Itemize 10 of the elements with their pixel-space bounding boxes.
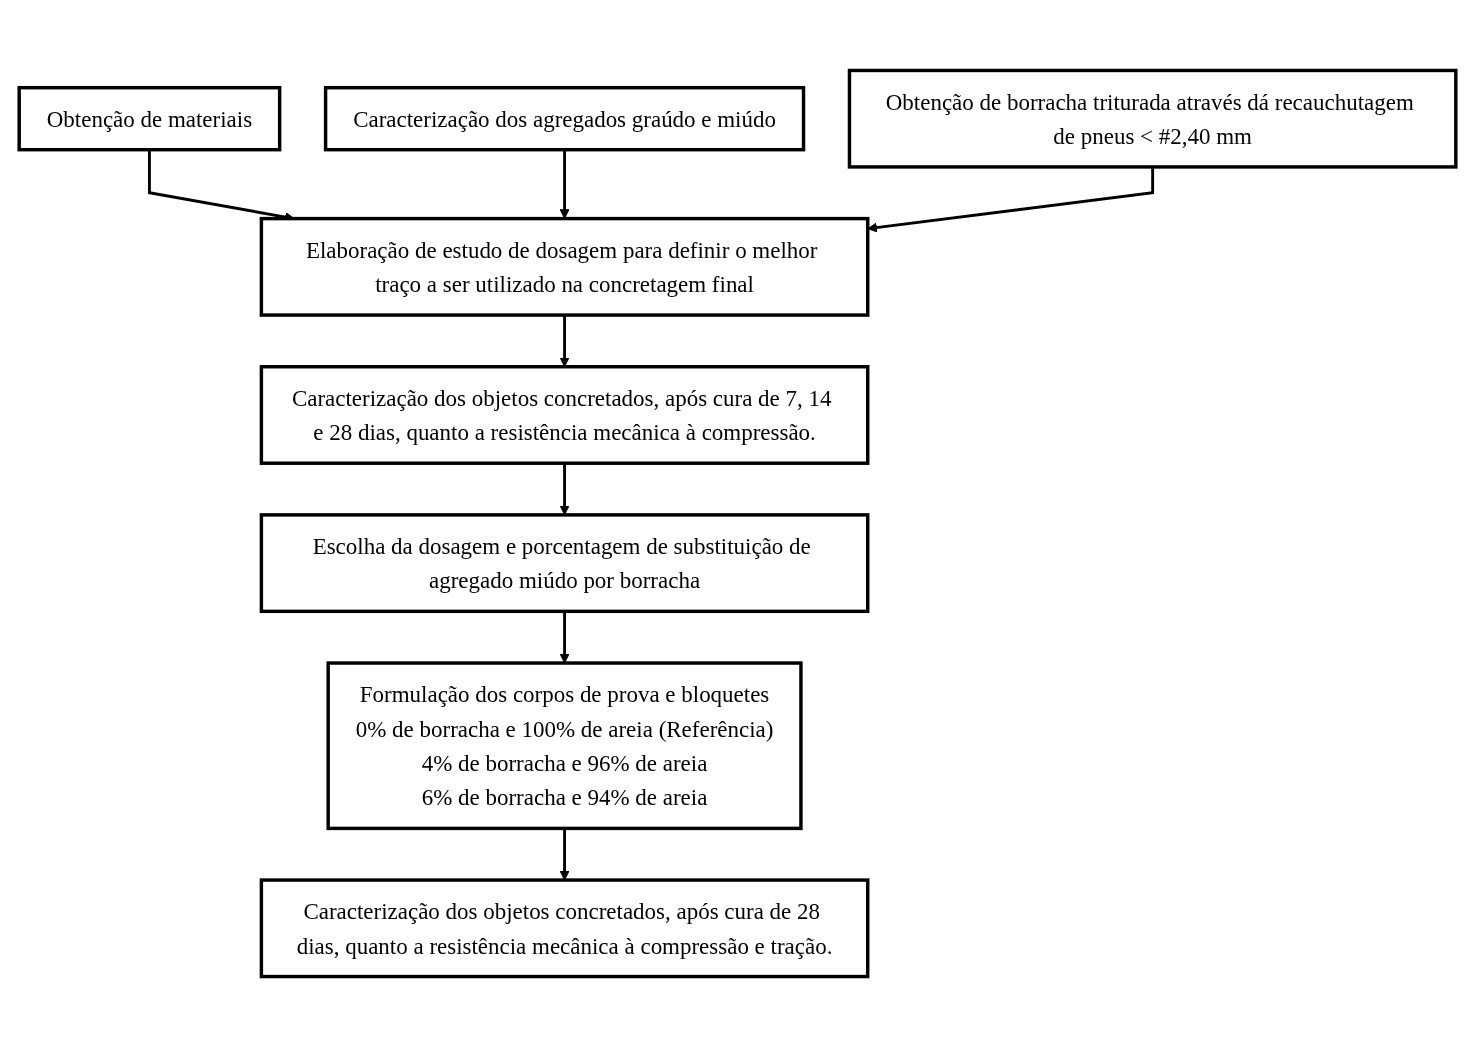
- node-box: Escolha da dosagem e porcentagem de substituição de agregado miúdo por borracha: [259, 513, 870, 614]
- node-box: Caracterização dos objetos concretados, após cura de 7, 14 e 28 dias, quanto a resistência mecânica à compressão.: [259, 365, 870, 465]
- node-box: Formulação dos corpos de prova e bloquetes 0% de borracha e 100% de areia (Referência) 4% de borracha e 96% de areia 6% de borracha e 94% de areia: [326, 661, 803, 831]
- node-box: Caracterização dos objetos concretados, após cura de 28 dias, quanto a resistência mecânica à compressão e tração.: [259, 878, 870, 979]
- arrow: [559, 611, 570, 664]
- arrow: [559, 828, 570, 881]
- node-box: Obtenção de borracha triturada através dá recauchutagem de pneus < #2,40 mm: [847, 68, 1458, 169]
- node-box: Caracterização dos agregados graúdo e miúdo: [323, 85, 806, 152]
- node-box: Obtenção de materiais: [17, 85, 282, 152]
- node-box: Elaboração de estudo de dosagem para definir o melhor traço a ser utilizado na concretagem final: [259, 216, 870, 317]
